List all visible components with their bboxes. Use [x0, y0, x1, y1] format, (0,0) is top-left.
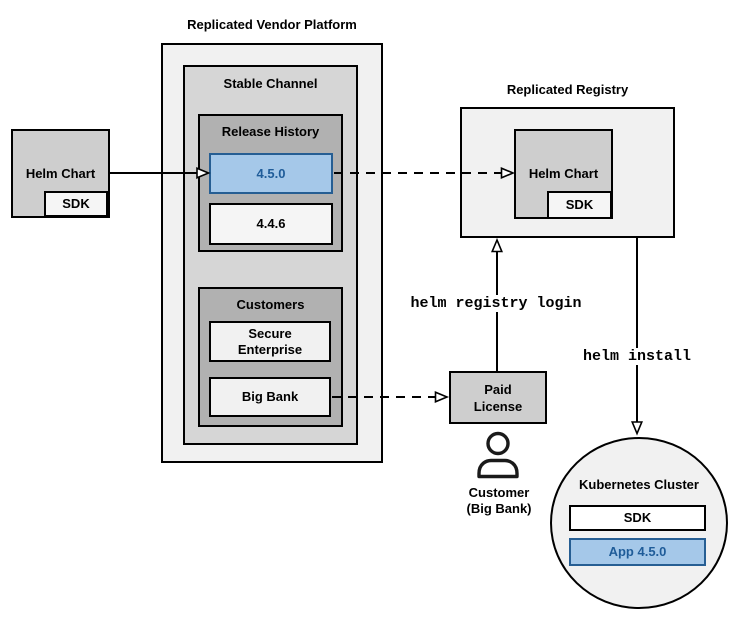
paid-license-box: Paid License	[449, 371, 547, 424]
customer-secure-enterprise-label: Secure Enterprise	[237, 325, 303, 357]
customers-label: Customers	[236, 297, 305, 312]
customer-person-icon	[477, 431, 519, 479]
paid-license-label: Paid License	[473, 381, 523, 414]
release-version-446: 4.4.6	[209, 203, 333, 245]
cluster-sdk-box: SDK	[569, 505, 706, 531]
kubernetes-cluster-label: Kubernetes Cluster	[579, 477, 699, 492]
release-history-label: Release History	[221, 124, 320, 139]
customer-actor-line1: Customer	[468, 485, 530, 500]
customer-secure-enterprise: Secure Enterprise	[209, 321, 331, 362]
cluster-app-box: App 4.5.0	[569, 538, 706, 566]
customer-big-bank: Big Bank	[209, 377, 331, 417]
arrow-registry-to-cluster	[630, 238, 644, 436]
command-registry-login: helm registry login	[406, 295, 586, 312]
registry-sdk-box: SDK	[547, 191, 612, 219]
stable-channel-label: Stable Channel	[223, 76, 318, 91]
customer-actor-label: Customer (Big Bank)	[439, 485, 559, 517]
release-version-450: 4.5.0	[209, 153, 333, 194]
customer-actor-line2: (Big Bank)	[466, 501, 532, 516]
registry-title: Replicated Registry	[506, 82, 629, 97]
source-sdk-box: SDK	[44, 191, 108, 217]
platform-title: Replicated Vendor Platform	[187, 17, 357, 32]
command-helm-install: helm install	[578, 348, 696, 365]
